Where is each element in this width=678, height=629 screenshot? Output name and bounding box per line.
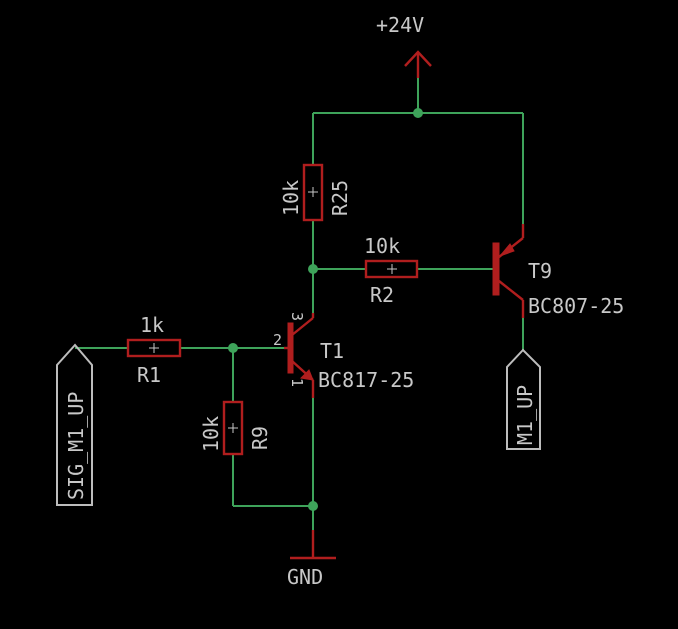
vcc-arrow-icon [404,50,432,67]
r9-value: 10k [199,416,223,452]
wires [75,78,524,530]
gnd-label: GND [287,565,323,589]
output-flag-outline [506,348,541,450]
r2-ref: R2 [370,283,394,307]
net-flag-output[interactable]: M1_UP [506,348,541,450]
resistor-r9[interactable]: 10k R9 [199,400,272,456]
input-flag-outline [56,343,93,506]
r1-value: 1k [140,313,164,337]
vcc-symbol[interactable]: +24V [376,13,432,78]
t9-collector-leg [498,280,524,301]
t9-emitter-arrow-icon [498,243,515,258]
input-net-label: SIG_M1_UP [64,392,88,500]
gnd-symbol[interactable]: GND [287,530,336,589]
transistor-t9[interactable]: T9 BC807-25 [492,224,624,318]
t9-value: BC807-25 [528,294,624,318]
t1-pin-emitter: 1 [288,378,306,387]
t1-emitter-arrow-icon [299,369,314,381]
r1-body [126,338,182,358]
junction-gnd [308,501,318,511]
vcc-label: +24V [376,13,424,37]
r25-ref: R25 [328,180,352,216]
resistor-r1[interactable]: 1k R1 [126,313,182,387]
r9-body [222,400,244,456]
t1-collector-leg [291,317,314,336]
r25-body [302,163,324,222]
output-net-label: M1_UP [513,385,537,445]
t9-base-bar [492,242,500,296]
r2-value: 10k [364,234,400,258]
t1-value: BC817-25 [318,368,414,392]
resistor-r25[interactable]: 10k R25 [279,163,352,222]
r1-ref: R1 [137,363,161,387]
junction-vcc [413,108,423,118]
net-flag-input[interactable]: SIG_M1_UP [56,343,93,506]
junction-r25-r2 [308,264,318,274]
t1-base-bar [287,322,294,374]
r2-body [364,259,419,279]
t1-pin-base: 2 [273,331,282,349]
t9-ref: T9 [528,259,552,283]
junction-r1-r9 [228,343,238,353]
t1-pin-collector: 3 [288,312,306,321]
r25-value: 10k [279,180,303,216]
r9-ref: R9 [248,426,272,450]
resistor-r2[interactable]: 10k R2 [364,234,419,307]
transistor-t1[interactable]: 2 3 1 T1 BC817-25 [273,312,414,398]
t1-ref: T1 [320,339,344,363]
